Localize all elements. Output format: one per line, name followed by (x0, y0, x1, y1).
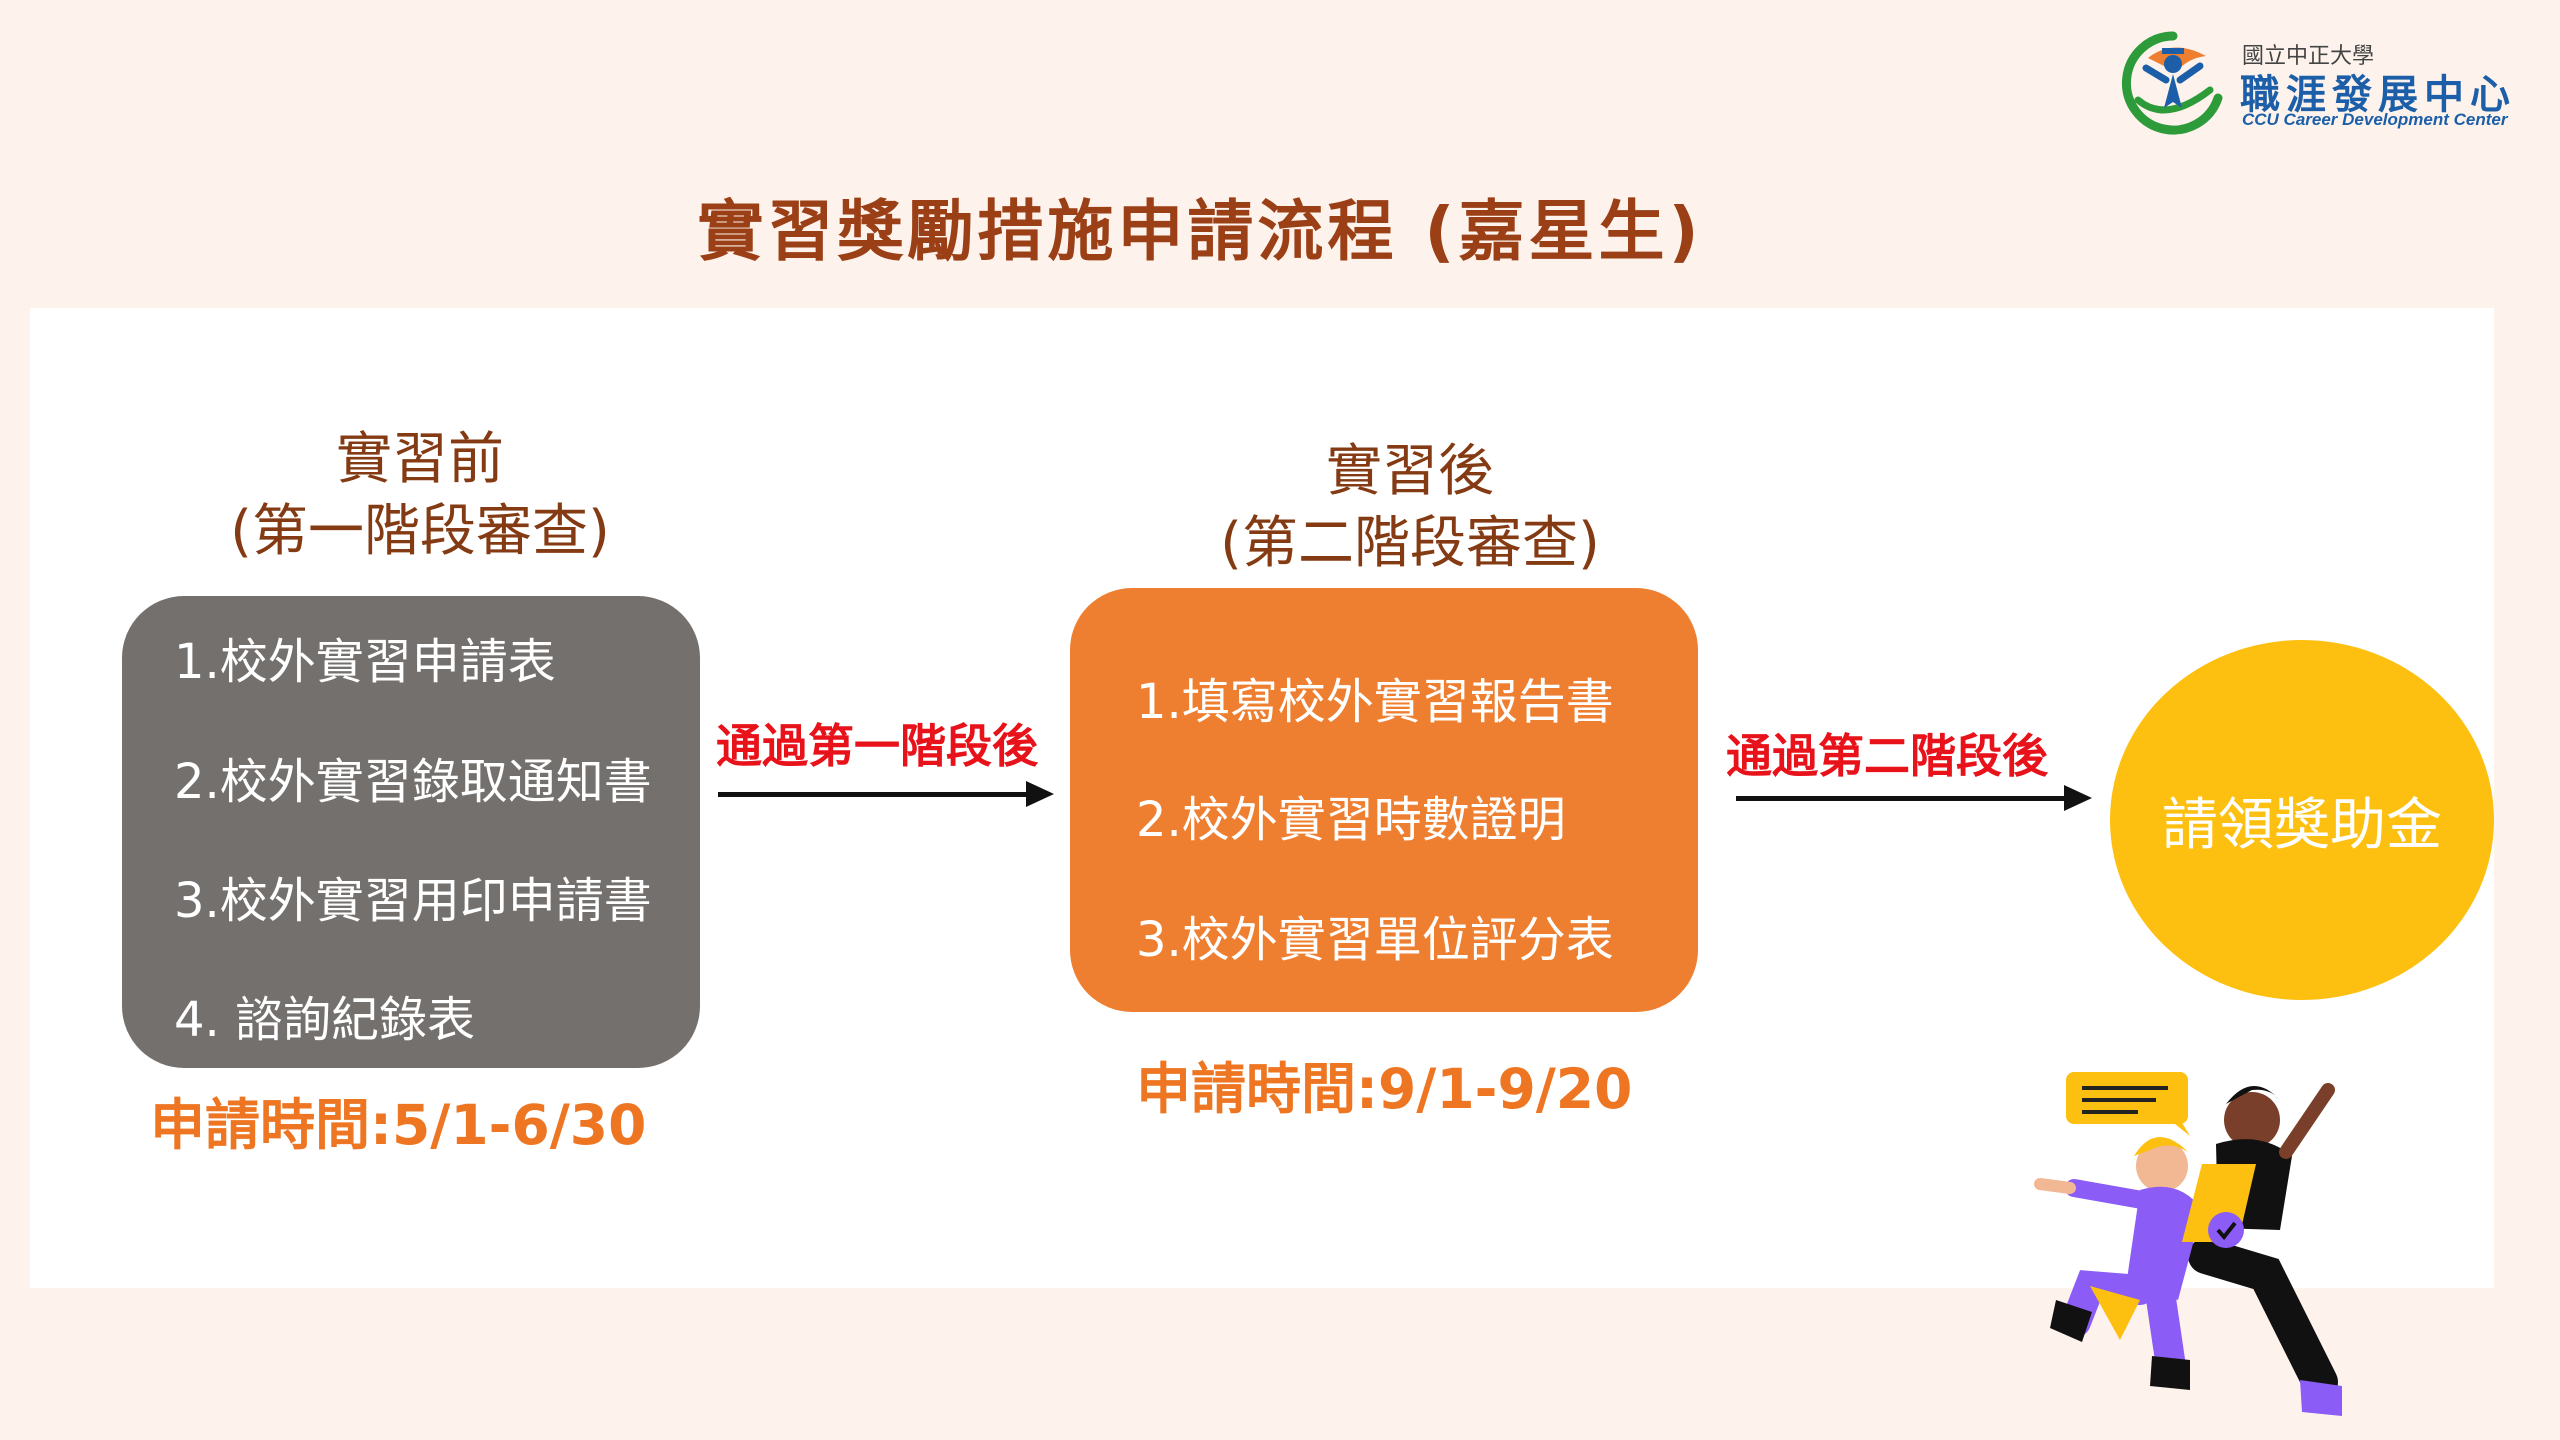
logo-english-name: CCU Career Development Center (2242, 110, 2508, 129)
stage1-heading-line2: (第一階段審查) (230, 499, 610, 564)
career-center-emblem-icon (2121, 31, 2223, 135)
stage2-heading-line1: 實習後 (1326, 439, 1494, 504)
stage2-item: 1.填寫校外實習報告書 (1136, 674, 1614, 730)
stage2-apply-time: 申請時間:9/1-9/20 (1136, 1057, 1633, 1121)
stage1-documents-box: 1.校外實習申請表 2.校外實習錄取通知書 3.校外實習用印申請書 4. 諮詢紀… (122, 596, 700, 1068)
logo-university-name: 國立中正大學 (2242, 44, 2375, 69)
stage2-item: 2.校外實習時數證明 (1136, 792, 1566, 848)
stage1-item: 2.校外實習錄取通知書 (174, 754, 652, 810)
stage1-heading-line1: 實習前 (336, 427, 504, 492)
stage1-item: 3.校外實習用印申請書 (174, 873, 652, 929)
stage2-item: 3.校外實習單位評分表 (1136, 912, 1614, 968)
stage1-apply-time: 申請時間:5/1-6/30 (150, 1093, 647, 1157)
grant-claim-label: 請領獎助金 (2162, 792, 2442, 858)
logo-center-name: 職涯發展中心 (2240, 72, 2516, 118)
page-title: 實習獎勵措施申請流程 (嘉星生) (697, 193, 1703, 270)
arrow1-label: 通過第一階段後 (716, 719, 1038, 773)
stage2-heading: 實習後 (第二階段審查) (1110, 436, 1710, 580)
ccu-career-center-logo: 國立中正大學 職涯發展中心 CCU Career Development Cen… (2118, 28, 2538, 138)
stage1-heading: 實習前 (第一階段審查) (160, 424, 680, 568)
stage2-documents-box: 1.填寫校外實習報告書 2.校外實習時數證明 3.校外實習單位評分表 (1070, 588, 1698, 1012)
grant-claim-circle: 請領獎助金 (2110, 640, 2494, 1000)
arrow2-right-icon (1736, 785, 2092, 811)
arrow1-right-icon (718, 781, 1054, 807)
arrow2-label: 通過第二階段後 (1726, 729, 2048, 783)
stage1-item: 4. 諮詢紀錄表 (174, 992, 476, 1048)
stage2-heading-line2: (第二階段審查) (1220, 511, 1600, 576)
stage1-item: 1.校外實習申請表 (174, 634, 556, 690)
people-with-tablet-illustration (2034, 1072, 2342, 1416)
